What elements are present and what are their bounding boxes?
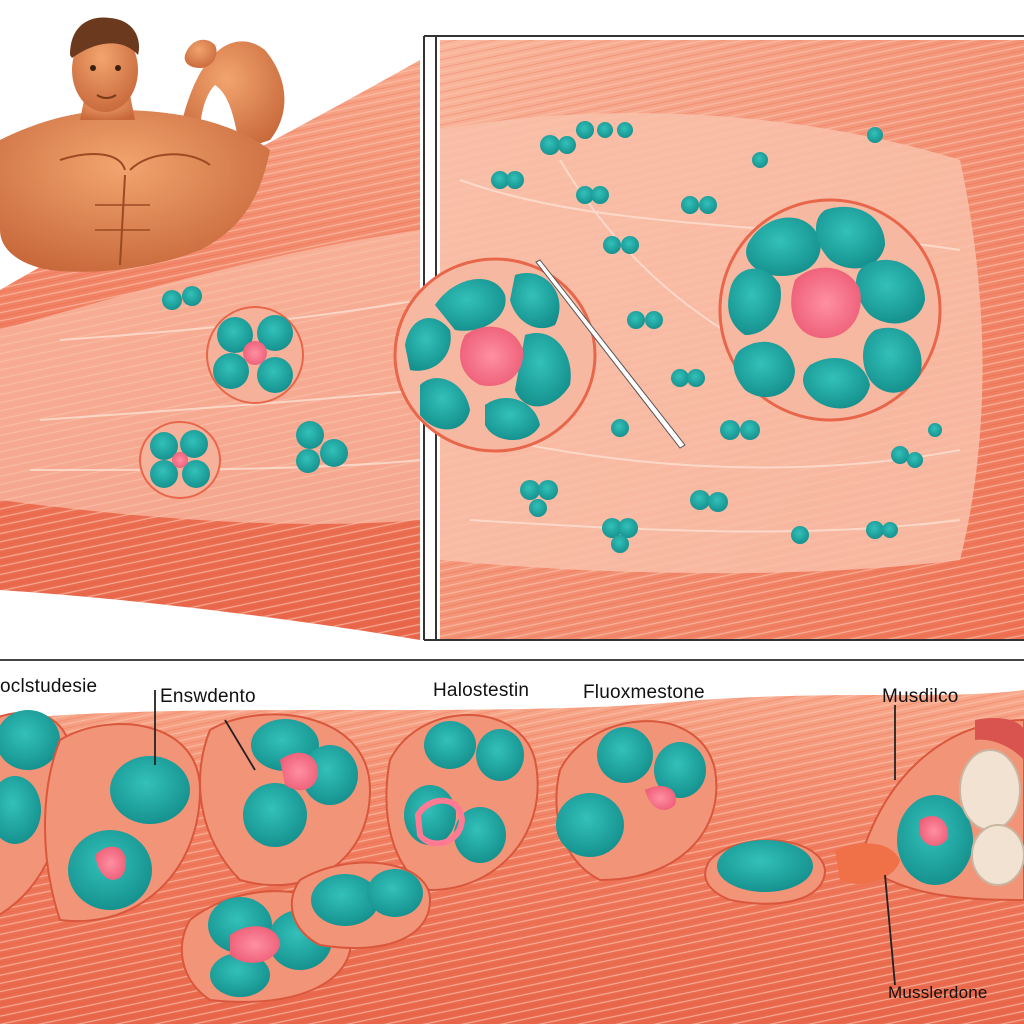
- label-fluoxmestone: Fluoxmestone: [583, 682, 705, 703]
- fascicle-bundles-zoomed: [491, 121, 942, 553]
- fascicle-lobe-5: [555, 720, 718, 882]
- fascicle-medium: [393, 257, 597, 453]
- label-oclstudesie: oclstudesie: [0, 676, 98, 697]
- fascicle-lobe-8: [704, 839, 827, 905]
- label-enswdento: Enswdento: [160, 686, 256, 707]
- tendon-cross-section: [959, 749, 1021, 831]
- fascicle-lobe-7: [290, 861, 432, 949]
- figure-head: [72, 28, 138, 112]
- fascicle-small-4: [162, 286, 202, 310]
- bottom-panel: [0, 659, 1024, 1024]
- pointer-needle: [535, 259, 686, 449]
- fascicle-lobe-3: [199, 713, 372, 887]
- fascicle-small-1: [206, 306, 304, 404]
- fascicle-small-3: [296, 421, 348, 473]
- fascicle-lobe-4: [385, 714, 539, 892]
- leader-lines: [154, 690, 896, 986]
- fascicle-lobe-2: [44, 723, 202, 923]
- fascicle-small-2: [139, 421, 221, 499]
- label-musdilco: Musdilco: [882, 686, 959, 707]
- fascicle-large: [718, 198, 942, 422]
- bodybuilder-figure: [0, 17, 285, 272]
- label-musslerdone: Musslerdone: [888, 983, 988, 1002]
- label-halostestin: Halostestin: [433, 680, 530, 701]
- tendon-end: [858, 718, 1024, 902]
- top-panel: [0, 35, 1024, 641]
